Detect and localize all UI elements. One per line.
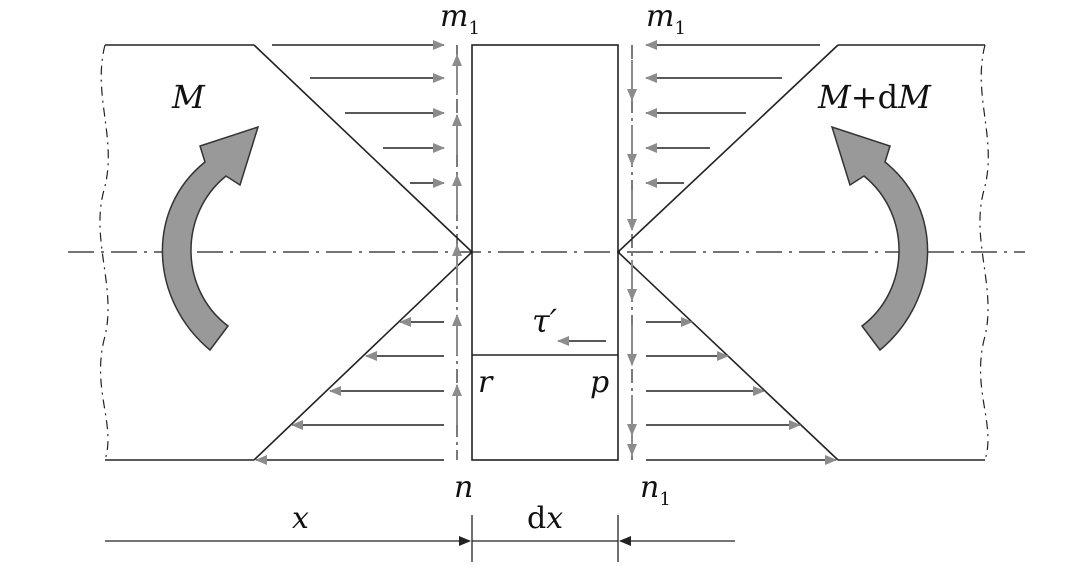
label-dx: dx	[527, 501, 563, 536]
label-n1: n1	[640, 470, 671, 510]
normal-stress-right-bottom	[646, 317, 837, 465]
moment-arrow-right	[830, 125, 929, 352]
normal-stress-left-bottom	[255, 317, 444, 465]
label-moment-right: M+dM	[817, 78, 932, 116]
dimension-line	[105, 515, 735, 562]
normal-stress-right-top	[645, 40, 820, 188]
moment-arrow-left	[161, 125, 260, 352]
normal-stress-left-top	[272, 40, 445, 188]
label-moment-left: M	[171, 78, 206, 116]
beam-element	[471, 44, 619, 461]
label-m1-right: m1	[646, 0, 686, 39]
label-m1-left: m1	[440, 0, 480, 39]
break-lines	[99, 44, 989, 461]
label-x: x	[292, 501, 309, 536]
label-tau: τ′	[532, 302, 558, 340]
label-r: r	[478, 365, 494, 400]
beam-outline	[105, 44, 985, 461]
label-p: p	[590, 365, 609, 400]
label-n: n	[454, 470, 473, 505]
